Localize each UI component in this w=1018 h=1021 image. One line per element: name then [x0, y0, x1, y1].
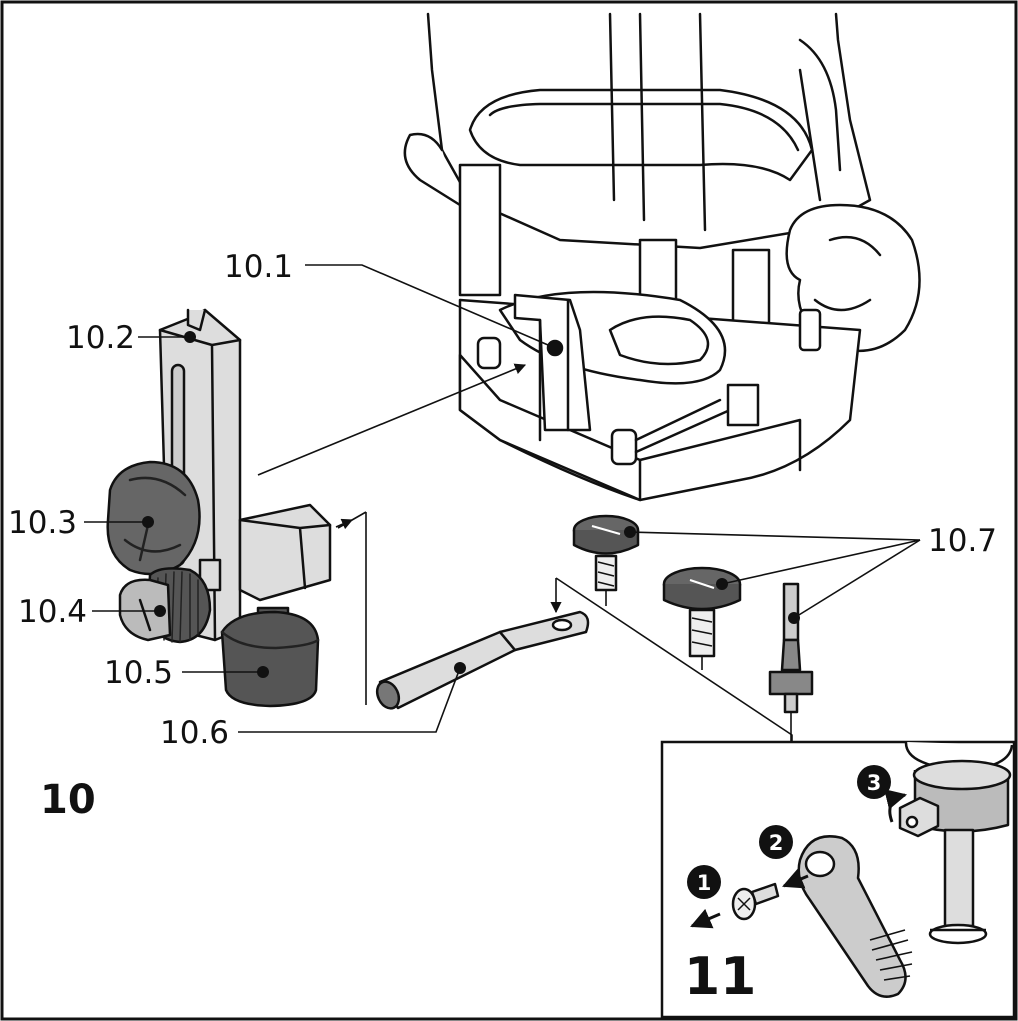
inset-figure-11: 1 2 3 11: [660, 740, 1016, 1019]
svg-text:2: 2: [769, 831, 784, 855]
screws-set: [572, 514, 814, 714]
label-10-2: 10.2: [66, 320, 135, 356]
inset-arrows: [690, 789, 908, 929]
svg-text:1: 1: [697, 871, 712, 895]
guide-rod: [375, 610, 590, 710]
label-10-1: 10.1: [224, 249, 293, 285]
leader-lines: [84, 264, 921, 742]
figure-number-10: 10: [40, 777, 96, 823]
step-badge-2: 2: [759, 825, 793, 859]
figure-number-11: 11: [684, 947, 756, 1007]
svg-text:3: 3: [867, 771, 882, 795]
label-10-4: 10.4: [18, 594, 87, 630]
fence-assembly: [106, 308, 332, 708]
label-10-7: 10.7: [928, 523, 997, 559]
label-10-5: 10.5: [104, 655, 173, 691]
step-badge-3: 3: [857, 765, 891, 799]
step-badge-1: 1: [687, 865, 721, 899]
router-illustration: [403, 12, 921, 502]
label-10-3: 10.3: [8, 505, 77, 541]
label-10-6: 10.6: [160, 715, 229, 751]
inset-illustration: [731, 741, 1014, 998]
